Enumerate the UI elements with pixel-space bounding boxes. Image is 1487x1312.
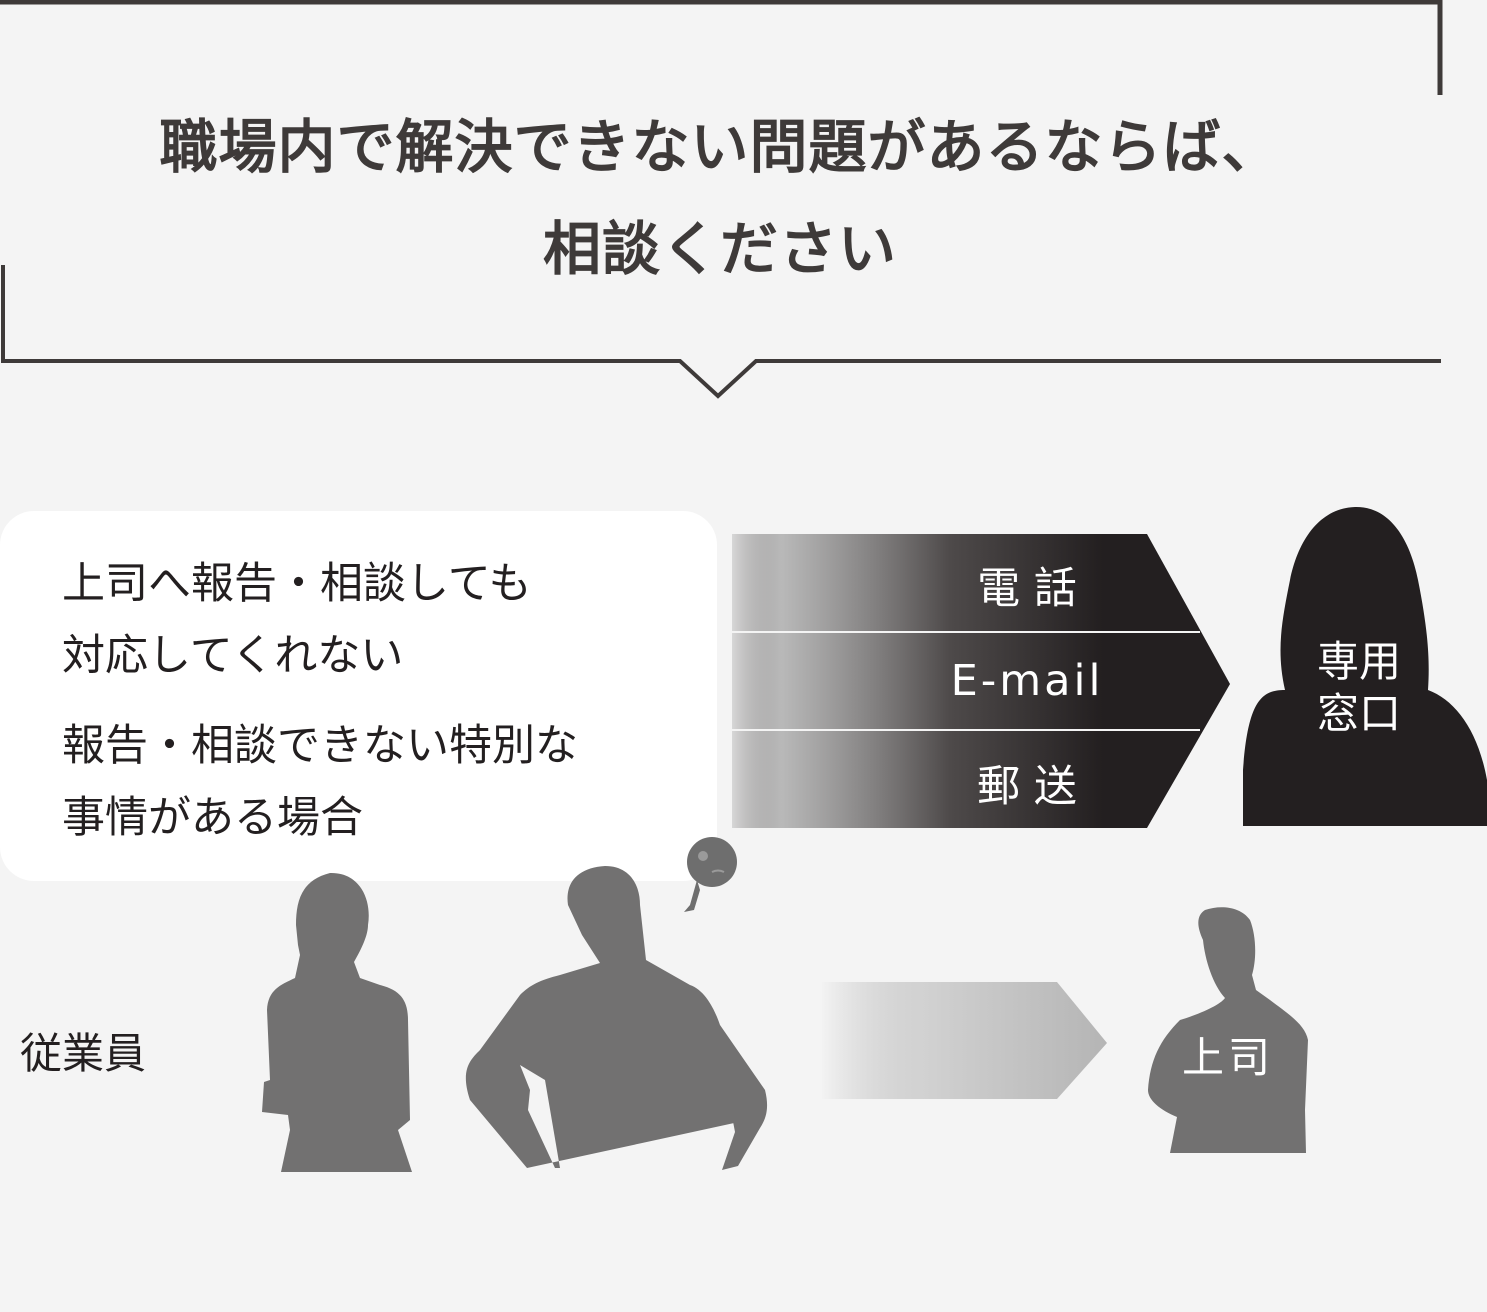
boss-label: 上司 [1182,1033,1275,1082]
employee-woman-silhouette [262,872,412,1172]
headline-line-1: 職場内で解決できない問題があるならば、 [159,113,1281,181]
dedicated-window-silhouette [1243,506,1487,826]
condition-1-line-2: 対応してくれない [62,631,404,681]
condition-2-line-2: 事情がある場合 [62,793,363,843]
headline-line-2: 相談ください [542,215,897,283]
boss-arrow [822,982,1107,1099]
conditions-bubble [0,511,717,881]
dedicated-window-label: 専用 窓口 [1317,636,1401,740]
condition-2: 報告・相談できない特別な 事情がある場合 [62,710,578,854]
condition-1: 上司へ報告・相談しても 対応してくれない [62,548,532,692]
channels-arrow [720,534,1230,828]
channel-mail: 郵 送 [977,762,1077,812]
worry-scribble-icon [684,837,737,912]
boss-silhouette [1148,907,1308,1153]
headline-frame [0,0,1443,399]
dedicated-window-line-2: 窓口 [1317,689,1402,738]
dedicated-window-line-1: 専用 [1317,637,1402,686]
channel-email: E-mail [950,656,1104,706]
condition-1-line-1: 上司へ報告・相談しても [62,559,532,609]
employee-man-silhouette [465,866,768,1170]
condition-2-line-1: 報告・相談できない特別な [62,721,578,771]
channel-phone: 電 話 [977,564,1077,614]
employee-label: 従業員 [20,1029,147,1078]
